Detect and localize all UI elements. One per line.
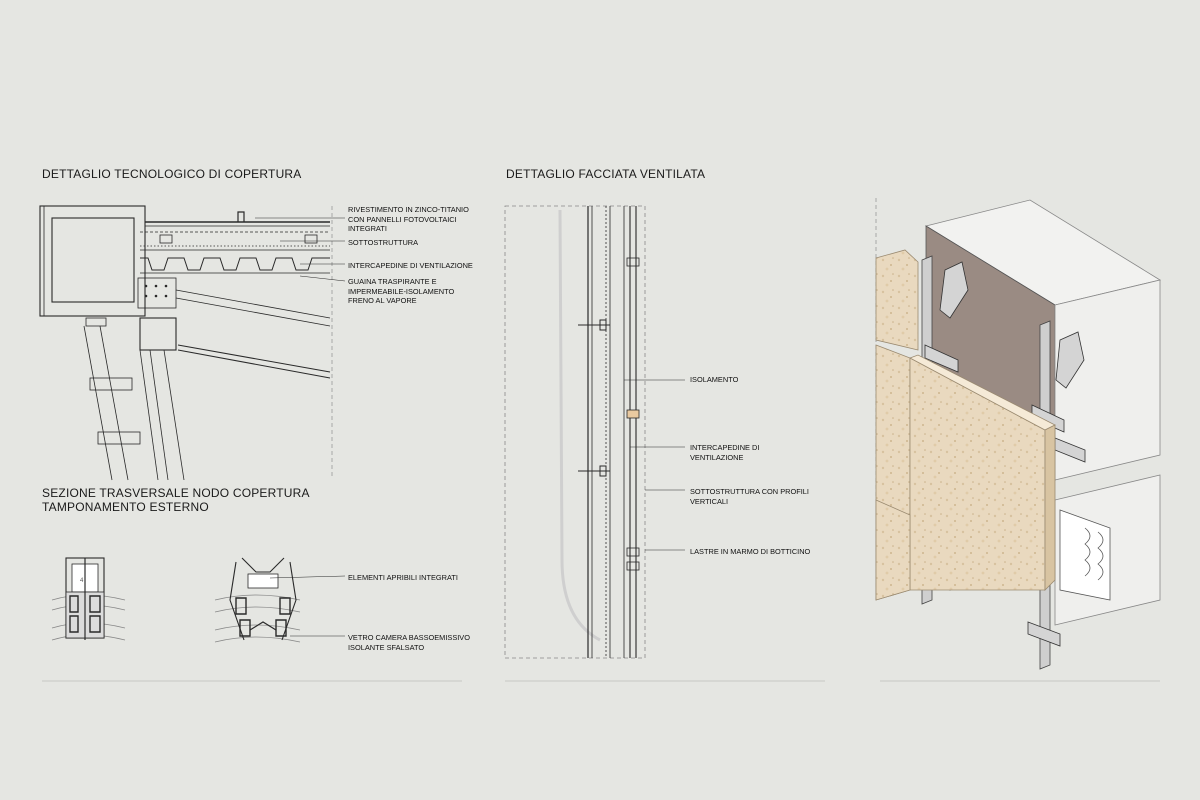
facade-label-substructure: SOTTOSTRUTTURA CON PROFILI VERTICALI [690, 487, 809, 506]
section-title-line-1: SEZIONE TRASVERSALE NODO COPERTURA [42, 486, 310, 500]
facade-joints [626, 257, 640, 571]
roof-leader-4 [299, 275, 346, 282]
roof-mullion-5 [163, 349, 185, 481]
facade-label-marble: LASTRE IN MARMO DI BOTTICINO [690, 547, 811, 556]
section-node-left: 4 [51, 557, 126, 641]
facade-section-frame [504, 205, 646, 659]
roof-label-membrane: GUAINA TRASPIRANTE E IMPERMEABILE-ISOLAM… [348, 277, 455, 305]
roof-beam-line-1 [175, 289, 331, 319]
section-detail-title: SEZIONE TRASVERSALE NODO COPERTURA TAMPO… [42, 486, 310, 514]
axo-marble-panels [875, 249, 1056, 601]
axo-lower-wall [1054, 474, 1161, 626]
facade-detail-title: DETTAGLIO FACCIATA VENTILATA [506, 167, 706, 181]
roof-block-1 [159, 234, 173, 244]
roof-label-cladding: RIVESTIMENTO IN ZINCO-TITANIO CON PANNEL… [348, 205, 469, 233]
roof-detail-title: DETTAGLIO TECNOLOGICO DI COPERTURA [42, 167, 302, 181]
roof-seam [237, 211, 245, 222]
roof-window-panel-1 [89, 377, 133, 391]
roof-beam-line-2 [175, 297, 331, 327]
facade-label-insulation: ISOLAMENTO [690, 375, 739, 384]
roof-mullion-4 [149, 349, 169, 481]
ghost-line-mid [505, 680, 825, 682]
roof-box-outer [39, 205, 146, 317]
roof-mullion-2 [99, 325, 129, 481]
roof-mullion-3 [139, 349, 159, 481]
section-node-right [214, 557, 301, 643]
roof-plate-bolts [144, 284, 168, 298]
roof-window-panel-2 [97, 431, 141, 445]
roof-column-block [139, 317, 177, 351]
roof-block-2 [304, 234, 318, 244]
roof-rafter-2 [177, 349, 331, 379]
section-label-openable: ELEMENTI APRIBILI INTEGRATI [348, 573, 458, 582]
facade-label-ventilation: INTERCAPEDINE DI VENTILAZIONE [690, 443, 760, 462]
roof-rafter-1 [177, 344, 331, 373]
roof-column-cap [85, 317, 107, 327]
roof-steel-plate [137, 277, 177, 309]
ghost-line-right [880, 680, 1160, 682]
ghost-line-left [42, 680, 462, 682]
section-label-glass: VETRO CAMERA BASSOEMISSIVO ISOLANTE SFAL… [348, 633, 470, 652]
section-title-line-2: TAMPONAMENTO ESTERNO [42, 500, 209, 514]
roof-corrugated-deck [140, 257, 330, 271]
facade-anchors [578, 319, 610, 477]
roof-box-inner [51, 217, 135, 303]
section-leader-1 [269, 575, 346, 579]
roof-mullion-1 [83, 325, 113, 481]
svg-text:4: 4 [80, 578, 84, 584]
roof-label-substructure: SOTTOSTRUTTURA [348, 238, 419, 247]
roof-box-flange [40, 205, 45, 316]
roof-label-ventilation: INTERCAPEDINE DI VENTILAZIONE [348, 261, 473, 270]
